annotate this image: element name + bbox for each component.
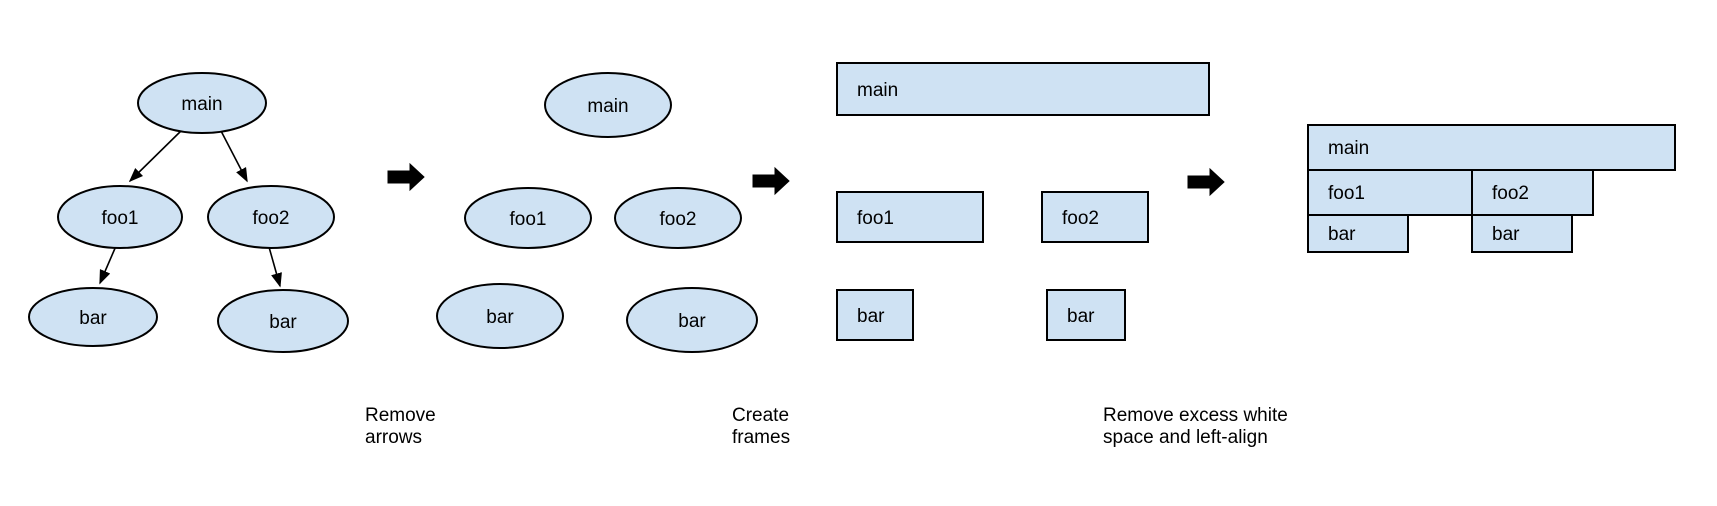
stage1-main-node <box>137 72 267 134</box>
stage1-foo1-label: foo1 <box>102 208 139 229</box>
stage3-foo2-frame <box>1041 191 1149 243</box>
stage4-bar1-frame <box>1307 214 1409 253</box>
stage1-bar1-node <box>28 287 158 347</box>
stage3-foo1-frame <box>836 191 984 243</box>
stage1-bar1-label: bar <box>79 308 107 329</box>
caption-line: space and left-align <box>1103 427 1268 448</box>
caption-remove-arrows: Remove arrows <box>365 405 436 449</box>
stage2-bar1-node <box>436 283 564 349</box>
transition-arrow-2-icon <box>752 166 790 196</box>
edge-foo2-bar <box>268 246 282 288</box>
stage4-main-label: main <box>1328 138 1369 159</box>
stage2-foo1-label: foo1 <box>510 209 547 230</box>
stage2-foo1-node <box>464 187 592 249</box>
stage3-bar1-label: bar <box>857 306 885 327</box>
stage1-foo2-node <box>207 185 335 249</box>
stage1-foo1-node <box>57 185 183 249</box>
stage3-frames: main foo1 foo2 bar bar <box>836 62 1210 341</box>
stage2-main-node <box>544 72 672 138</box>
stage2-main-label: main <box>587 96 628 117</box>
stage2-bar2-label: bar <box>678 311 706 332</box>
stage4-bar1-label: bar <box>1328 224 1356 245</box>
stage3-main-frame <box>836 62 1210 116</box>
stage3-foo1-label: foo1 <box>857 208 894 229</box>
stage3-foo2-label: foo2 <box>1062 208 1099 229</box>
caption-line: arrows <box>365 427 423 448</box>
caption-line: frames <box>732 427 791 448</box>
caption-remove-whitespace-left-align: Remove excess white space and left-align <box>1103 405 1288 449</box>
transition-arrow-3-icon <box>1187 167 1225 197</box>
stage3-bar2-frame <box>1046 289 1126 341</box>
stage4-bar2-frame <box>1471 214 1573 253</box>
caption-line: Create <box>732 405 790 426</box>
stage2-call-tree-no-arrows: main foo1 foo2 bar bar <box>436 72 758 353</box>
stage2-bar1-label: bar <box>486 307 514 328</box>
stage2-foo2-node <box>614 187 742 249</box>
stage1-bar2-node <box>217 289 349 353</box>
caption-create-frames: Create frames <box>732 405 790 449</box>
edge-main-foo2 <box>219 128 248 183</box>
stage4-main-frame <box>1307 124 1676 171</box>
stage1-foo2-label: foo2 <box>253 208 290 229</box>
stage1-call-tree: main foo1 foo2 bar bar <box>28 72 349 353</box>
stage2-bar2-node <box>626 287 758 353</box>
stage4-foo2-label: foo2 <box>1492 183 1529 204</box>
stage4-bar2-label: bar <box>1492 224 1520 245</box>
stage3-bar2-label: bar <box>1067 306 1095 327</box>
edge-main-foo1 <box>128 127 185 183</box>
stage3-bar1-frame <box>836 289 914 341</box>
stage1-main-label: main <box>181 94 222 115</box>
transition-arrow-1-icon <box>387 162 425 192</box>
stage4-foo1-label: foo1 <box>1328 183 1365 204</box>
stage2-foo2-label: foo2 <box>660 209 697 230</box>
stage1-bar2-label: bar <box>269 312 297 333</box>
stage4-foo2-frame <box>1471 169 1594 216</box>
caption-line: Remove excess white <box>1103 405 1288 426</box>
stage3-main-label: main <box>857 80 898 101</box>
stage4-flame-graph: main foo1 foo2 bar bar <box>1307 124 1676 253</box>
caption-line: Remove <box>365 405 436 426</box>
edge-foo1-bar <box>99 245 117 285</box>
